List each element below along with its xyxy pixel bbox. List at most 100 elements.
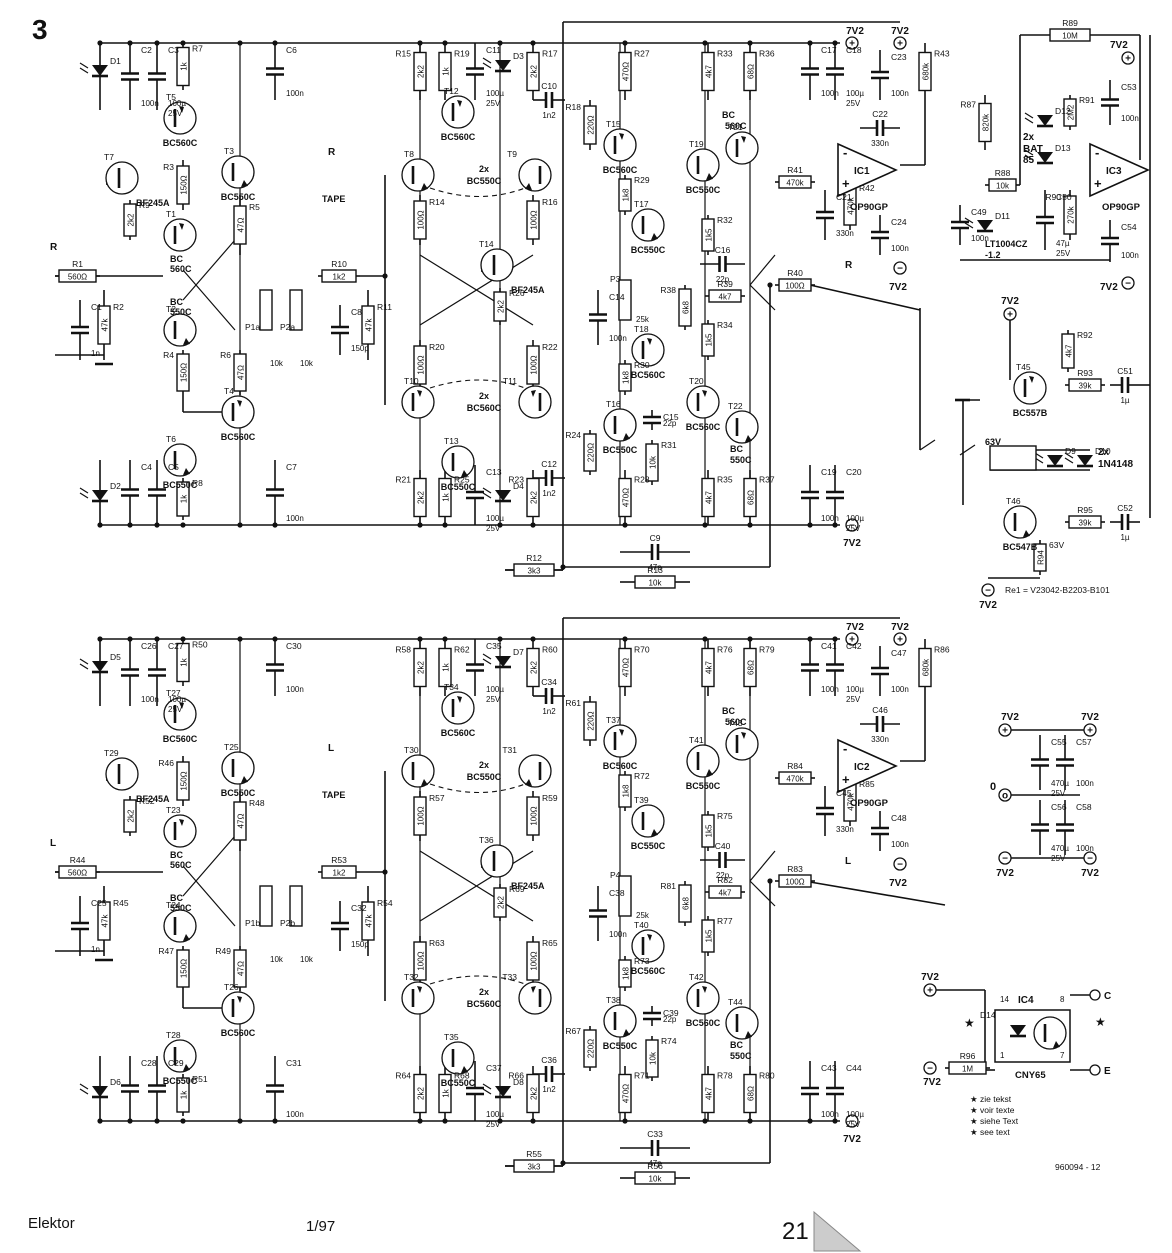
transistor-ref: T30	[404, 745, 419, 755]
resistor-value: 220Ω	[587, 711, 596, 730]
resistor-ref: R65	[542, 938, 558, 948]
resistor-value: 100Ω	[530, 355, 539, 374]
resistor	[708, 885, 742, 899]
capacitor-ref: C26	[141, 641, 157, 651]
led	[92, 65, 108, 76]
supply-label: 7V2	[843, 538, 861, 549]
transistor	[631, 208, 665, 242]
junction-dot	[417, 636, 423, 642]
transistor-ref: T42	[689, 972, 704, 982]
transistor-arrow	[525, 183, 532, 190]
resistor-ref: R57	[429, 793, 445, 803]
resistor-ref: R62	[454, 645, 470, 655]
resistor-ref: R90	[1045, 192, 1061, 202]
pin-number: 1	[1000, 1051, 1005, 1060]
resistor-value: 150Ω	[180, 175, 189, 194]
capacitor-value: 100µ	[846, 1110, 864, 1119]
resistor	[176, 46, 190, 87]
transistor-ref: T38	[606, 995, 621, 1005]
resistor-value: 2k2	[497, 896, 506, 909]
transistor-type: BC	[730, 1040, 743, 1050]
pot-ref: P1a	[245, 322, 260, 332]
diode-type: 1N4148	[1098, 459, 1133, 470]
supply-terminal	[998, 851, 1012, 865]
resistor-ref: R2	[113, 302, 124, 312]
resistor-ref: R64	[395, 1071, 411, 1081]
capacitor-ref: C8	[351, 307, 362, 317]
transistor-ref: T1	[166, 209, 176, 219]
capacitor-voltage: 25V	[486, 695, 501, 704]
junction-dot	[127, 522, 133, 528]
resistor-ref: R26	[509, 288, 525, 298]
resistor	[321, 865, 357, 879]
resistor-ref: R17	[542, 49, 558, 59]
output-terminal	[1089, 989, 1101, 1001]
resistor-value: 10k	[649, 455, 658, 469]
trimmer	[618, 875, 632, 917]
resistor-ref: R37	[759, 475, 775, 485]
emitter-label: E	[1104, 1066, 1111, 1077]
capacitor-ref: C53	[1121, 82, 1137, 92]
resistor-value: 47k	[365, 318, 374, 332]
resistor	[526, 796, 540, 836]
transistor-type: 550C	[730, 1051, 752, 1061]
resistor-value: 68Ω	[747, 64, 756, 79]
resistor-value: 2k2	[530, 65, 539, 78]
resistor-ref: R60	[542, 645, 558, 655]
wire	[482, 1083, 492, 1095]
transistor-arrow	[461, 1066, 468, 1073]
resistor-ref: R24	[565, 430, 581, 440]
capacitor-voltage: 25V	[168, 705, 183, 714]
junction-dot	[442, 40, 448, 46]
capacitor-value: 100n	[609, 334, 627, 343]
resistor-ref: R29	[634, 175, 650, 185]
resistor	[743, 51, 757, 92]
terminal-sign: +	[897, 635, 903, 646]
resistor-ref: R7	[192, 44, 203, 54]
capacitor-value: 1µ	[1120, 533, 1129, 542]
resistor-value: 100Ω	[417, 210, 426, 229]
resistor	[493, 887, 507, 918]
junction-dot	[560, 1160, 566, 1166]
capacitor-value: 100µ	[846, 685, 864, 694]
capacitor-ref: C17	[821, 45, 837, 55]
resistor-value: 4k7	[719, 293, 732, 302]
collector-label: C	[1104, 991, 1111, 1002]
resistor-value: 1k5	[705, 824, 714, 837]
resistor-value: 68Ω	[747, 660, 756, 675]
resistor-value: 470k	[786, 775, 804, 784]
capacitor-ref: C30	[286, 641, 302, 651]
resistor	[701, 51, 715, 92]
potentiometer	[289, 289, 303, 331]
transistor	[1033, 1016, 1067, 1050]
resistor	[413, 51, 427, 92]
resistor-value: 1k8	[622, 188, 631, 201]
resistor-value: 47Ω	[237, 218, 246, 233]
capacitor-value: 1n2	[542, 707, 556, 716]
resistor-value: 680k	[922, 62, 931, 80]
transistor-arrow	[237, 996, 242, 1003]
transistor-type: BC547B	[1003, 542, 1038, 552]
transistor-type: 560C	[725, 121, 747, 131]
pin-sign: +	[1094, 176, 1102, 191]
transistor	[603, 408, 637, 442]
supply-terminal	[845, 632, 859, 646]
resistor	[176, 949, 190, 988]
wire	[182, 239, 236, 331]
resistor-value: 220Ω	[587, 443, 596, 462]
junction-dot	[154, 40, 160, 46]
transistor	[518, 385, 552, 419]
capacitor-value: 100n	[821, 1110, 839, 1119]
resistor-ref: R54	[377, 898, 393, 908]
transistor	[221, 751, 255, 785]
trimmer-ref: P3	[610, 274, 621, 284]
transistor-type: BC560C	[631, 370, 666, 380]
capacitor-value: 100n	[286, 514, 304, 523]
terminal-sign: +	[849, 39, 855, 50]
transistor-arrow	[183, 1064, 190, 1071]
resistor-value: 2M2	[1067, 104, 1076, 120]
resistor	[583, 433, 597, 472]
capacitor-value: 22p	[663, 419, 677, 428]
wire	[79, 62, 89, 74]
transistor-ref: T28	[166, 1030, 181, 1040]
